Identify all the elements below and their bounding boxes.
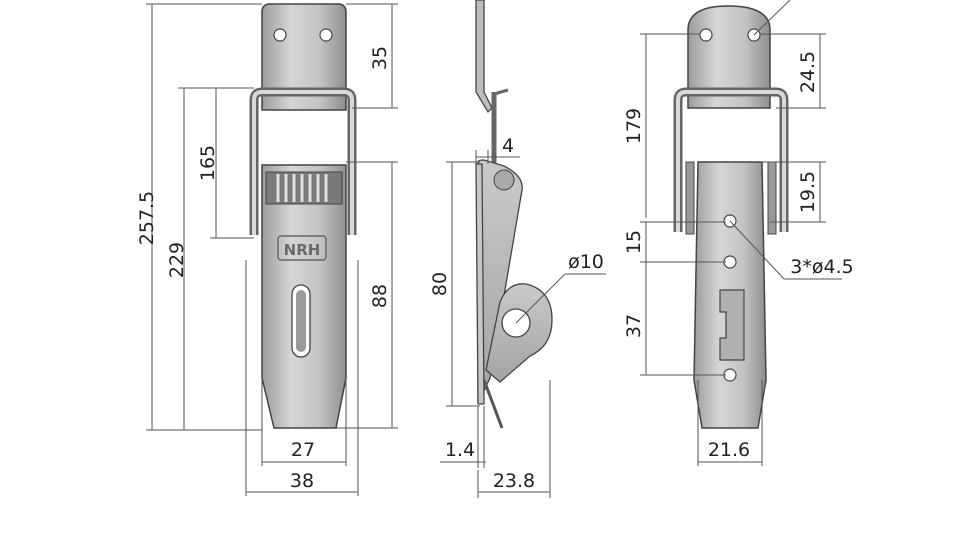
dim-hook-plate-height: 35 — [369, 46, 391, 70]
front-view: NRH — [136, 3, 398, 496]
dim-hole-pitch-b: 37 — [623, 314, 645, 338]
front-logo-text: NRH — [284, 241, 321, 259]
dim-depth: 23.8 — [493, 470, 535, 492]
side-view: 4 80 ø10 1.4 23.8 — [429, 0, 606, 498]
dim-side-body-height: 80 — [429, 272, 451, 296]
dim-holes-callout: 3*ø4.5 — [790, 256, 853, 278]
front-plate-hole-left — [273, 28, 287, 42]
dim-plate-height: 24.5 — [797, 51, 819, 93]
side-base-strip — [475, 163, 485, 405]
dim-overall-height: 257.5 — [136, 191, 158, 245]
back-recess — [719, 289, 745, 361]
dim-sheet-thickness: 1.4 — [445, 439, 475, 461]
dim-tip-width: 27 — [291, 439, 315, 461]
dim-hole-row-width: 21.6 — [708, 439, 750, 461]
dim-body-height: 229 — [166, 242, 188, 278]
dim-loop-height: 165 — [197, 145, 219, 181]
dim-overall-width: 38 — [290, 470, 314, 492]
dim-upper-hole-offset: 19.5 — [797, 171, 819, 213]
side-hook-strip — [475, 0, 493, 114]
dim-hole-diameter: ø10 — [568, 251, 604, 273]
front-plate-hole-right — [319, 28, 333, 42]
back-plate-hole-left — [699, 28, 713, 42]
dim-lower-body-height: 88 — [369, 284, 391, 308]
dim-back-overall-height: 179 — [623, 108, 645, 144]
front-logo-box — [277, 235, 327, 261]
dim-hole-pitch-a: 15 — [623, 230, 645, 254]
side-body-plate — [477, 159, 523, 405]
dim-thickness-gap: 4 — [502, 135, 514, 157]
back-view: 179 24.5 19.5 15 3*ø4.5 37 21.6 — [623, 0, 854, 466]
